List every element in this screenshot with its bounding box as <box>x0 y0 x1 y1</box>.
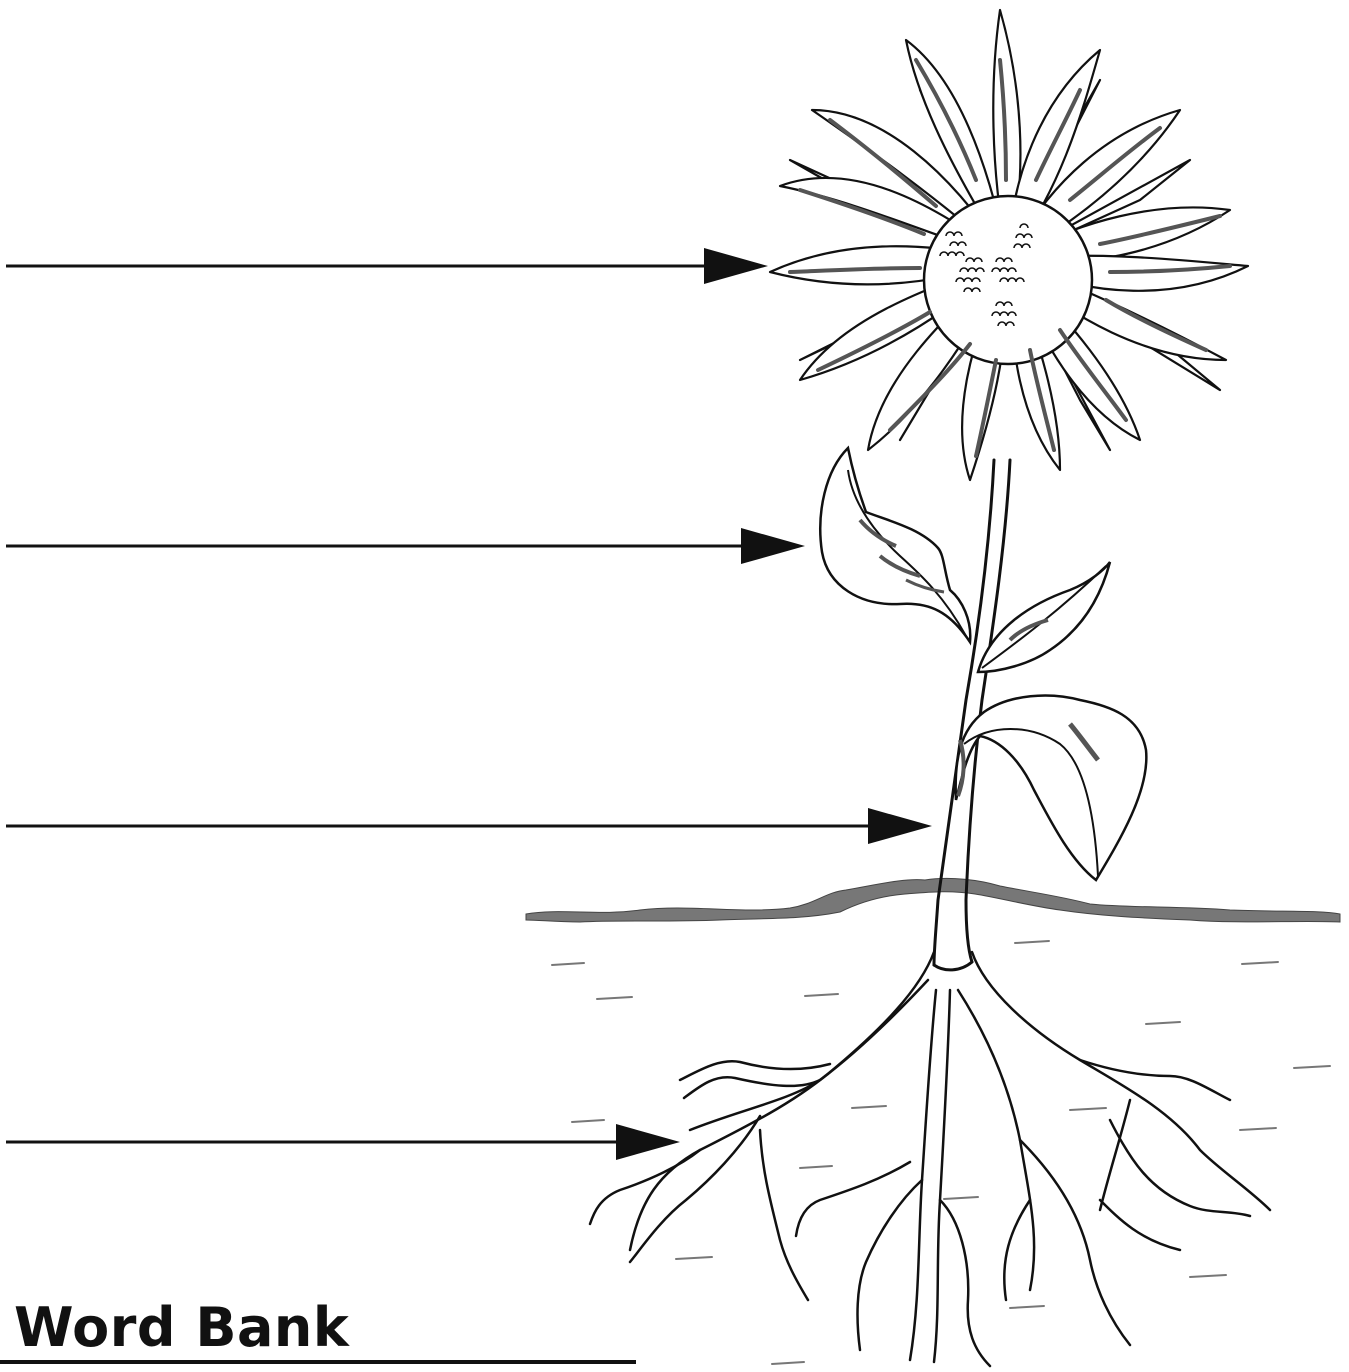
leaf-upper-left <box>820 448 970 642</box>
leaf-lower-right <box>956 696 1147 880</box>
soil-surface <box>526 878 1340 922</box>
arrow-icon <box>868 808 932 844</box>
soil-specks <box>552 941 1330 1364</box>
answer-line-flower[interactable] <box>6 248 768 284</box>
answer-line-leaf[interactable] <box>6 528 805 564</box>
flower-head <box>770 10 1248 480</box>
answer-line-roots[interactable] <box>6 1124 680 1160</box>
word-bank-title: Word Bank <box>14 1298 349 1358</box>
roots <box>590 952 1270 1366</box>
word-bank-divider <box>0 1360 636 1364</box>
arrow-icon <box>616 1124 680 1160</box>
answer-line-stem[interactable] <box>6 808 932 844</box>
arrow-icon <box>704 248 768 284</box>
arrow-icon <box>741 528 805 564</box>
